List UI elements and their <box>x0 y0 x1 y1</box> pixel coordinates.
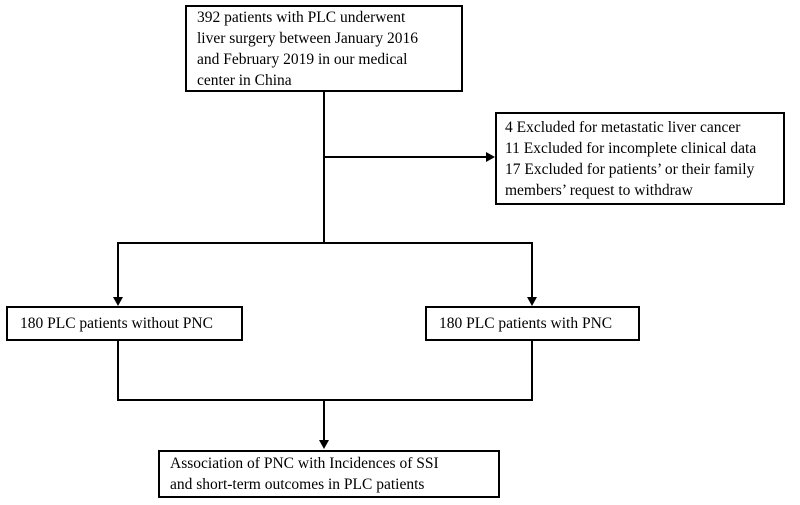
node-enrollment-line-3: and February 2019 in our medical <box>197 50 408 68</box>
arrowhead-down-icon-outcome <box>319 440 329 449</box>
node-excluded-line-2: 11 Excluded for incomplete clinical data <box>505 139 757 157</box>
node-with-pnc: 180 PLC patients with PNC <box>425 306 640 341</box>
node-enrollment-line-2: liver surgery between January 2016 <box>197 29 418 47</box>
connector-merge-stem <box>323 399 325 442</box>
node-enrollment-line-1: 392 patients with PLC underwent <box>197 8 406 26</box>
connector-enrollment-to-excluded <box>323 156 486 158</box>
node-excluded: 4 Excluded for metastatic liver cancer 1… <box>495 112 785 205</box>
connector-merge-right-riser <box>531 341 533 401</box>
connector-split-bar <box>117 242 533 244</box>
node-enrollment: 392 patients with PLC underwent liver su… <box>185 5 463 92</box>
connector-split-left-drop <box>117 242 119 297</box>
arrowhead-down-icon-without-pnc <box>113 297 123 306</box>
arrowhead-right-icon <box>486 152 495 162</box>
arrowhead-down-icon-with-pnc <box>527 297 537 306</box>
connector-merge-left-riser <box>117 341 119 401</box>
node-outcome-line-2: and short-term outcomes in PLC patients <box>170 476 425 493</box>
node-excluded-line-4: members’ request to withdraw <box>505 181 693 199</box>
node-excluded-line-1: 4 Excluded for metastatic liver cancer <box>505 118 741 136</box>
node-with-pnc-label: 180 PLC patients with PNC <box>439 315 613 332</box>
node-excluded-line-3: 17 Excluded for patients’ or their famil… <box>505 160 755 178</box>
node-outcome-line-1: Association of PNC with Incidences of SS… <box>170 455 439 472</box>
connector-enrollment-stem <box>323 92 325 244</box>
node-without-pnc: 180 PLC patients without PNC <box>6 306 243 341</box>
connector-merge-bar <box>117 399 533 401</box>
node-enrollment-line-4: center in China <box>197 71 292 89</box>
connector-split-right-drop <box>531 242 533 297</box>
node-without-pnc-label: 180 PLC patients without PNC <box>20 315 213 332</box>
node-outcome: Association of PNC with Incidences of SS… <box>158 450 500 498</box>
